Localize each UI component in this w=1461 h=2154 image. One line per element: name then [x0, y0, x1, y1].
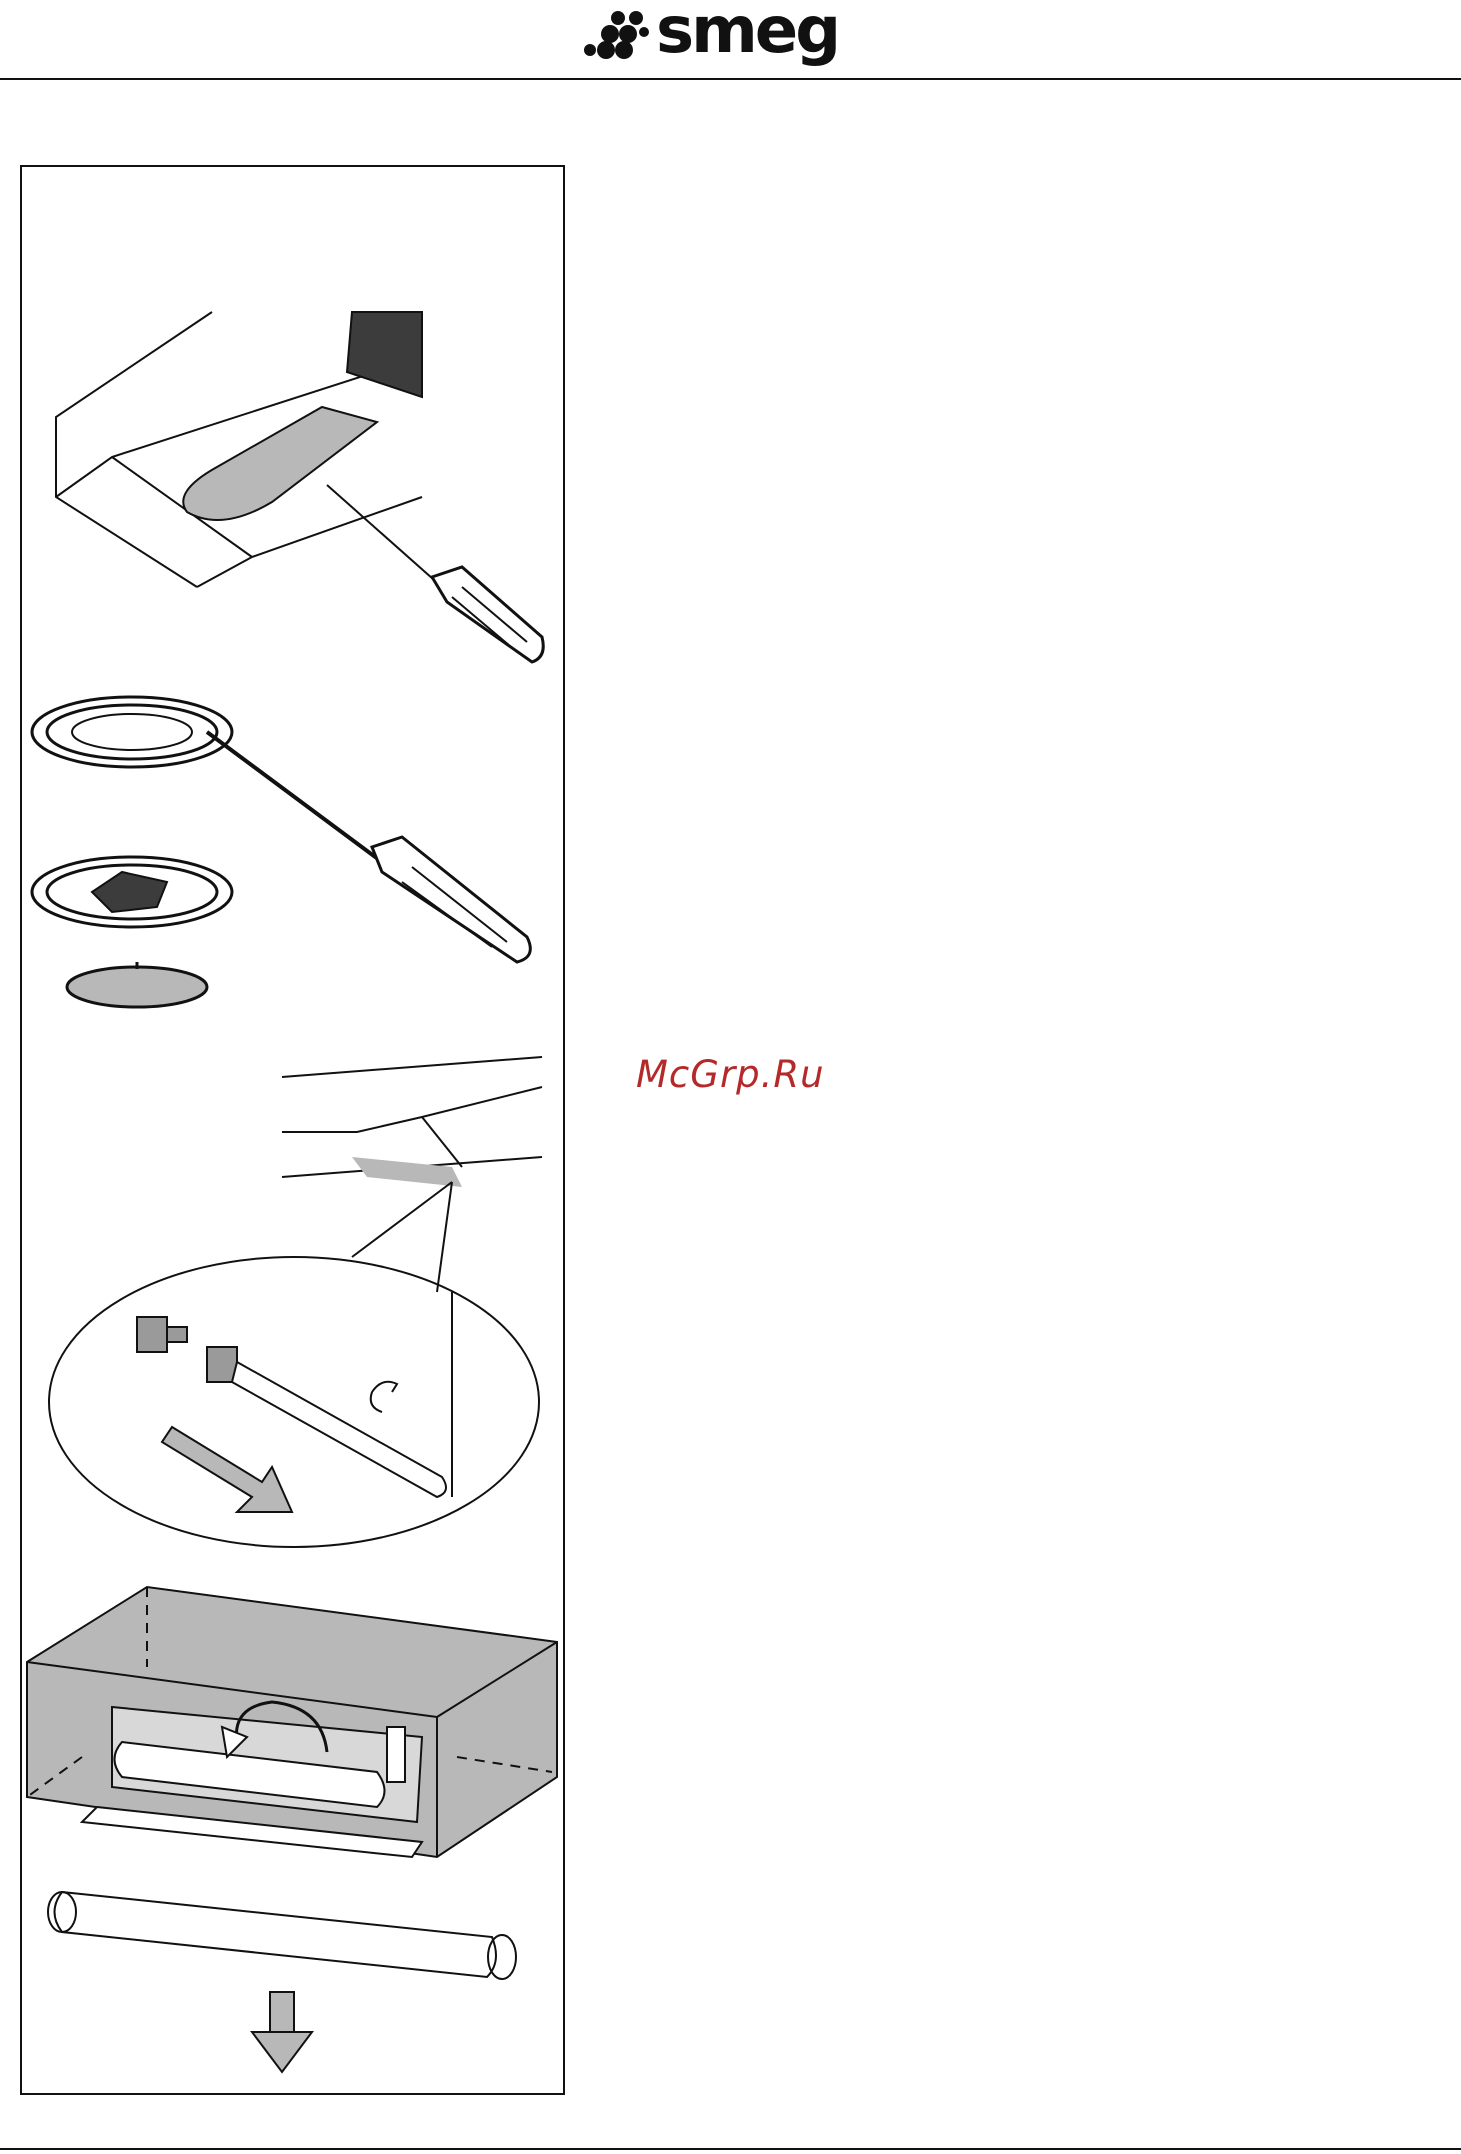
logo-wordmark: smeg — [656, 0, 838, 68]
page-header: smeg — [0, 0, 1461, 80]
step-2-unscrew-ring-illustration — [32, 697, 530, 1007]
step-3-plug-lamp-illustration — [49, 1057, 542, 1547]
logo-dots-icon — [584, 11, 649, 59]
illustration-panel — [20, 165, 565, 2095]
smeg-logo: smeg — [580, 0, 910, 70]
watermark-text: McGrp.Ru — [636, 1053, 825, 1096]
lamp-replacement-illustrations — [22, 167, 567, 2097]
footer-divider — [0, 2148, 1461, 2150]
step-1-remove-cover-illustration — [56, 312, 543, 662]
step-4-tube-box-illustration — [27, 1587, 557, 2072]
